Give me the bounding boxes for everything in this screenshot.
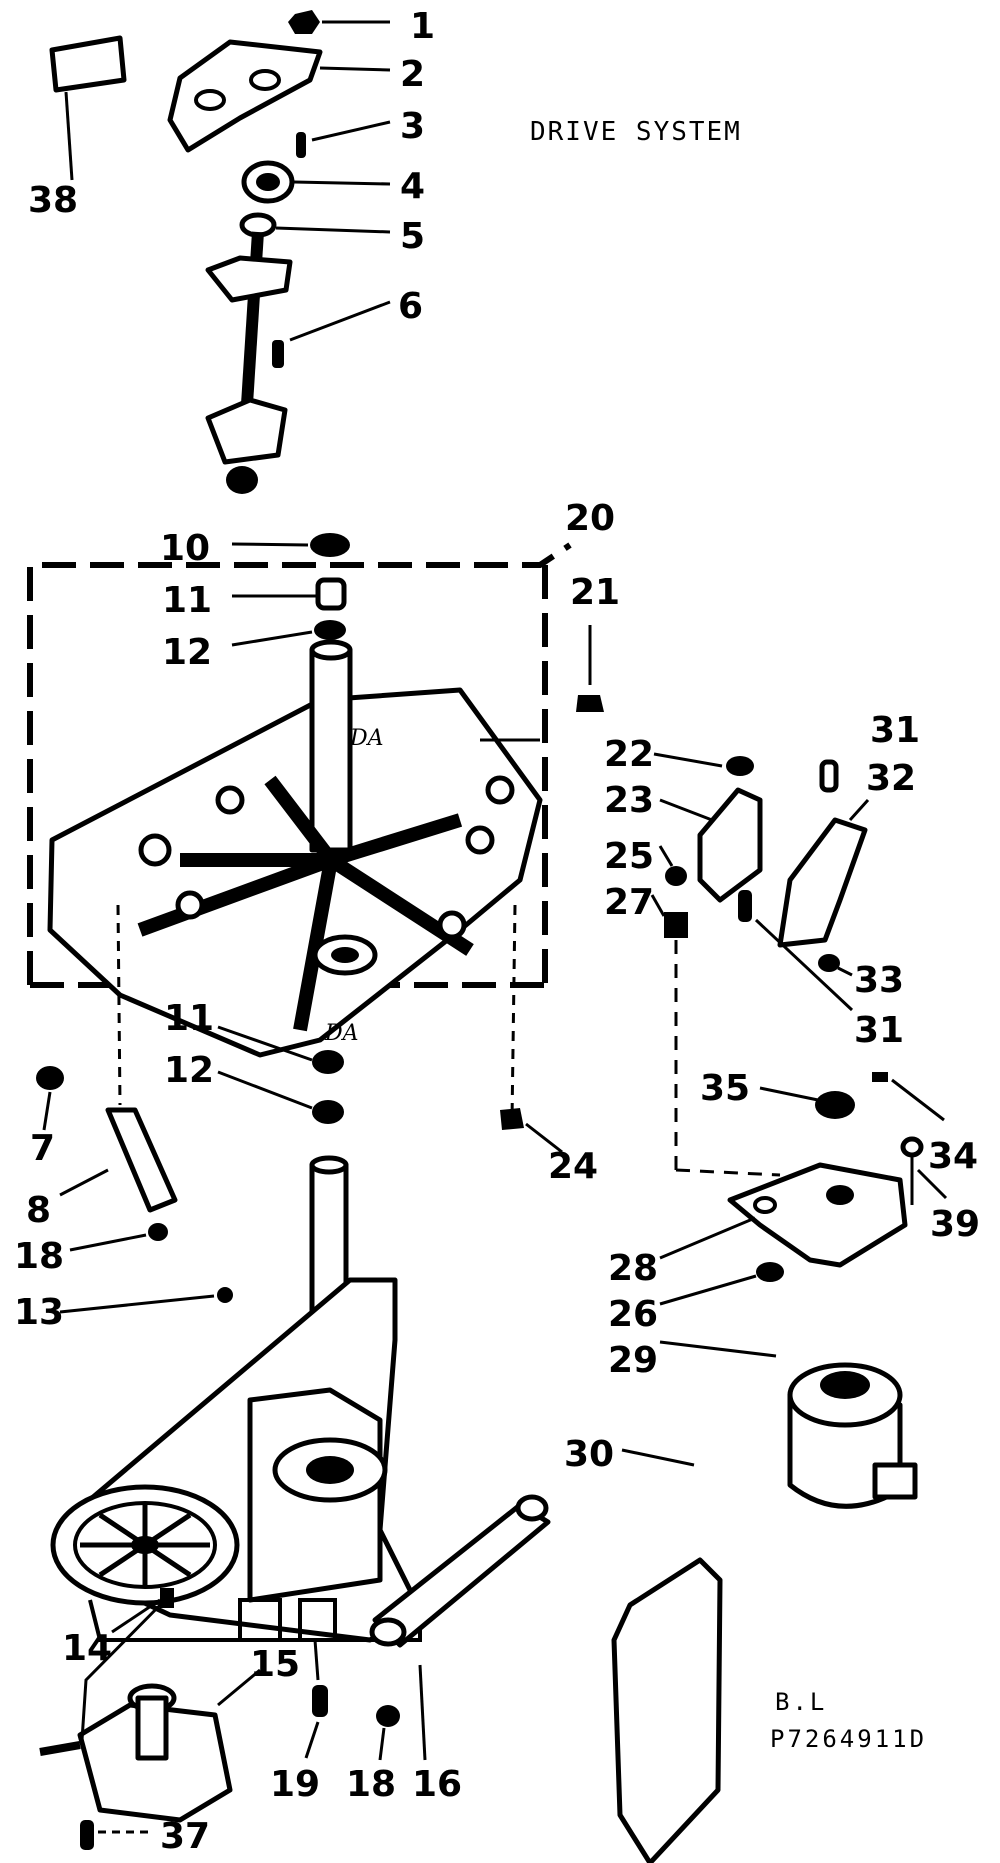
part-21-plug [576, 625, 604, 712]
callout-31-upper: 31 [870, 710, 920, 751]
callout-37: 37 [160, 1816, 210, 1857]
callout-12-upper: 12 [162, 632, 212, 673]
part-25-nut [658, 845, 687, 886]
callout-18-lower: 18 [346, 1764, 396, 1805]
part-1-nut [288, 10, 390, 34]
callout-21: 21 [570, 572, 620, 613]
part-19-bolt [304, 1639, 328, 1759]
part-18-nut [69, 1223, 168, 1252]
callout-27: 27 [604, 882, 654, 923]
callout-24: 24 [548, 1146, 598, 1187]
part-34-clip [872, 1072, 945, 1122]
callout-28: 28 [608, 1248, 658, 1289]
part-15-pump [39, 1593, 261, 1823]
part-3-screw [296, 120, 391, 158]
callout-3: 3 [400, 106, 425, 147]
part-10-cap [231, 533, 350, 557]
part-31-lower-screw [738, 890, 854, 1012]
part-32-bracket [777, 798, 870, 948]
part-38-label-plate [49, 35, 127, 181]
part-30-panel [611, 1448, 723, 1863]
part-13-clip [59, 1287, 233, 1314]
callout-2: 2 [400, 54, 425, 95]
callout-1: 1 [410, 6, 435, 47]
part-39-screw [900, 1136, 948, 1205]
part-5-shaft-linkage [205, 212, 391, 494]
part-11-bushing [232, 577, 347, 611]
part-23-switch-bracket [659, 787, 763, 903]
part-27-spacer [650, 894, 781, 1177]
callout-16: 16 [412, 1764, 462, 1805]
part-22-nut [653, 752, 754, 776]
callout-8: 8 [26, 1190, 51, 1231]
callout-11-upper: 11 [162, 580, 212, 621]
callout-26: 26 [608, 1294, 658, 1335]
callout-14: 14 [62, 1628, 112, 1669]
callout-22: 22 [604, 734, 654, 775]
diagram-code-line2: P7264911D [770, 1725, 927, 1753]
part-8-link [59, 1107, 178, 1213]
diagram-title: DRIVE SYSTEM [530, 117, 742, 147]
callout-34: 34 [928, 1136, 978, 1177]
callout-11-lower: 11 [164, 998, 214, 1039]
callout-20: 20 [565, 498, 615, 539]
part-37-screw [80, 1820, 152, 1850]
svg-text:DA: DA [349, 726, 384, 751]
callout-labels: 1 2 3 4 5 6 38 10 11 12 20 21 11 12 24 7… [14, 6, 980, 1857]
callout-13: 13 [14, 1292, 64, 1333]
transmission-assembly [50, 1155, 423, 1643]
callout-10: 10 [160, 528, 210, 569]
part-7-cap-screw [36, 1066, 64, 1131]
callout-12-lower: 12 [164, 1050, 214, 1091]
svg-text:DA: DA [324, 1021, 359, 1046]
part-24-nut [500, 1108, 563, 1154]
callout-23: 23 [604, 780, 654, 821]
part-18-lower-nut [376, 1705, 400, 1761]
callout-33: 33 [854, 960, 904, 1001]
part-26-washer [659, 1262, 784, 1306]
part-29-motor [659, 1340, 918, 1509]
callout-7: 7 [30, 1128, 55, 1169]
callout-32: 32 [866, 758, 916, 799]
part-33-nut [818, 954, 853, 977]
part-16-arm [369, 1494, 551, 1761]
part-35-grommet [759, 1086, 855, 1119]
gearcase-housing: DA DA [47, 639, 543, 1121]
callout-30: 30 [564, 1434, 614, 1475]
part-28-switch-plate [659, 1162, 908, 1268]
part-11-lower-bushing [217, 1025, 344, 1074]
callout-35: 35 [700, 1068, 750, 1109]
part-4-bearing [241, 160, 391, 204]
callout-25: 25 [604, 836, 654, 877]
callout-15: 15 [250, 1644, 300, 1685]
part-12-lower-washer [217, 1070, 344, 1124]
callout-5: 5 [400, 216, 425, 257]
callout-4: 4 [400, 166, 425, 207]
callout-38: 38 [28, 180, 78, 221]
callout-19: 19 [270, 1764, 320, 1805]
callout-6: 6 [398, 286, 423, 327]
part-31-upper-screw [819, 759, 839, 793]
callout-29: 29 [608, 1340, 658, 1381]
part-2-bracket [167, 39, 391, 153]
callout-31-lower: 31 [854, 1010, 904, 1051]
callout-39: 39 [930, 1204, 980, 1245]
part-6-bolt [272, 300, 391, 368]
part-12-washer [231, 620, 346, 647]
callout-18-left: 18 [14, 1236, 64, 1277]
diagram-code-line1: B.L [775, 1688, 827, 1716]
